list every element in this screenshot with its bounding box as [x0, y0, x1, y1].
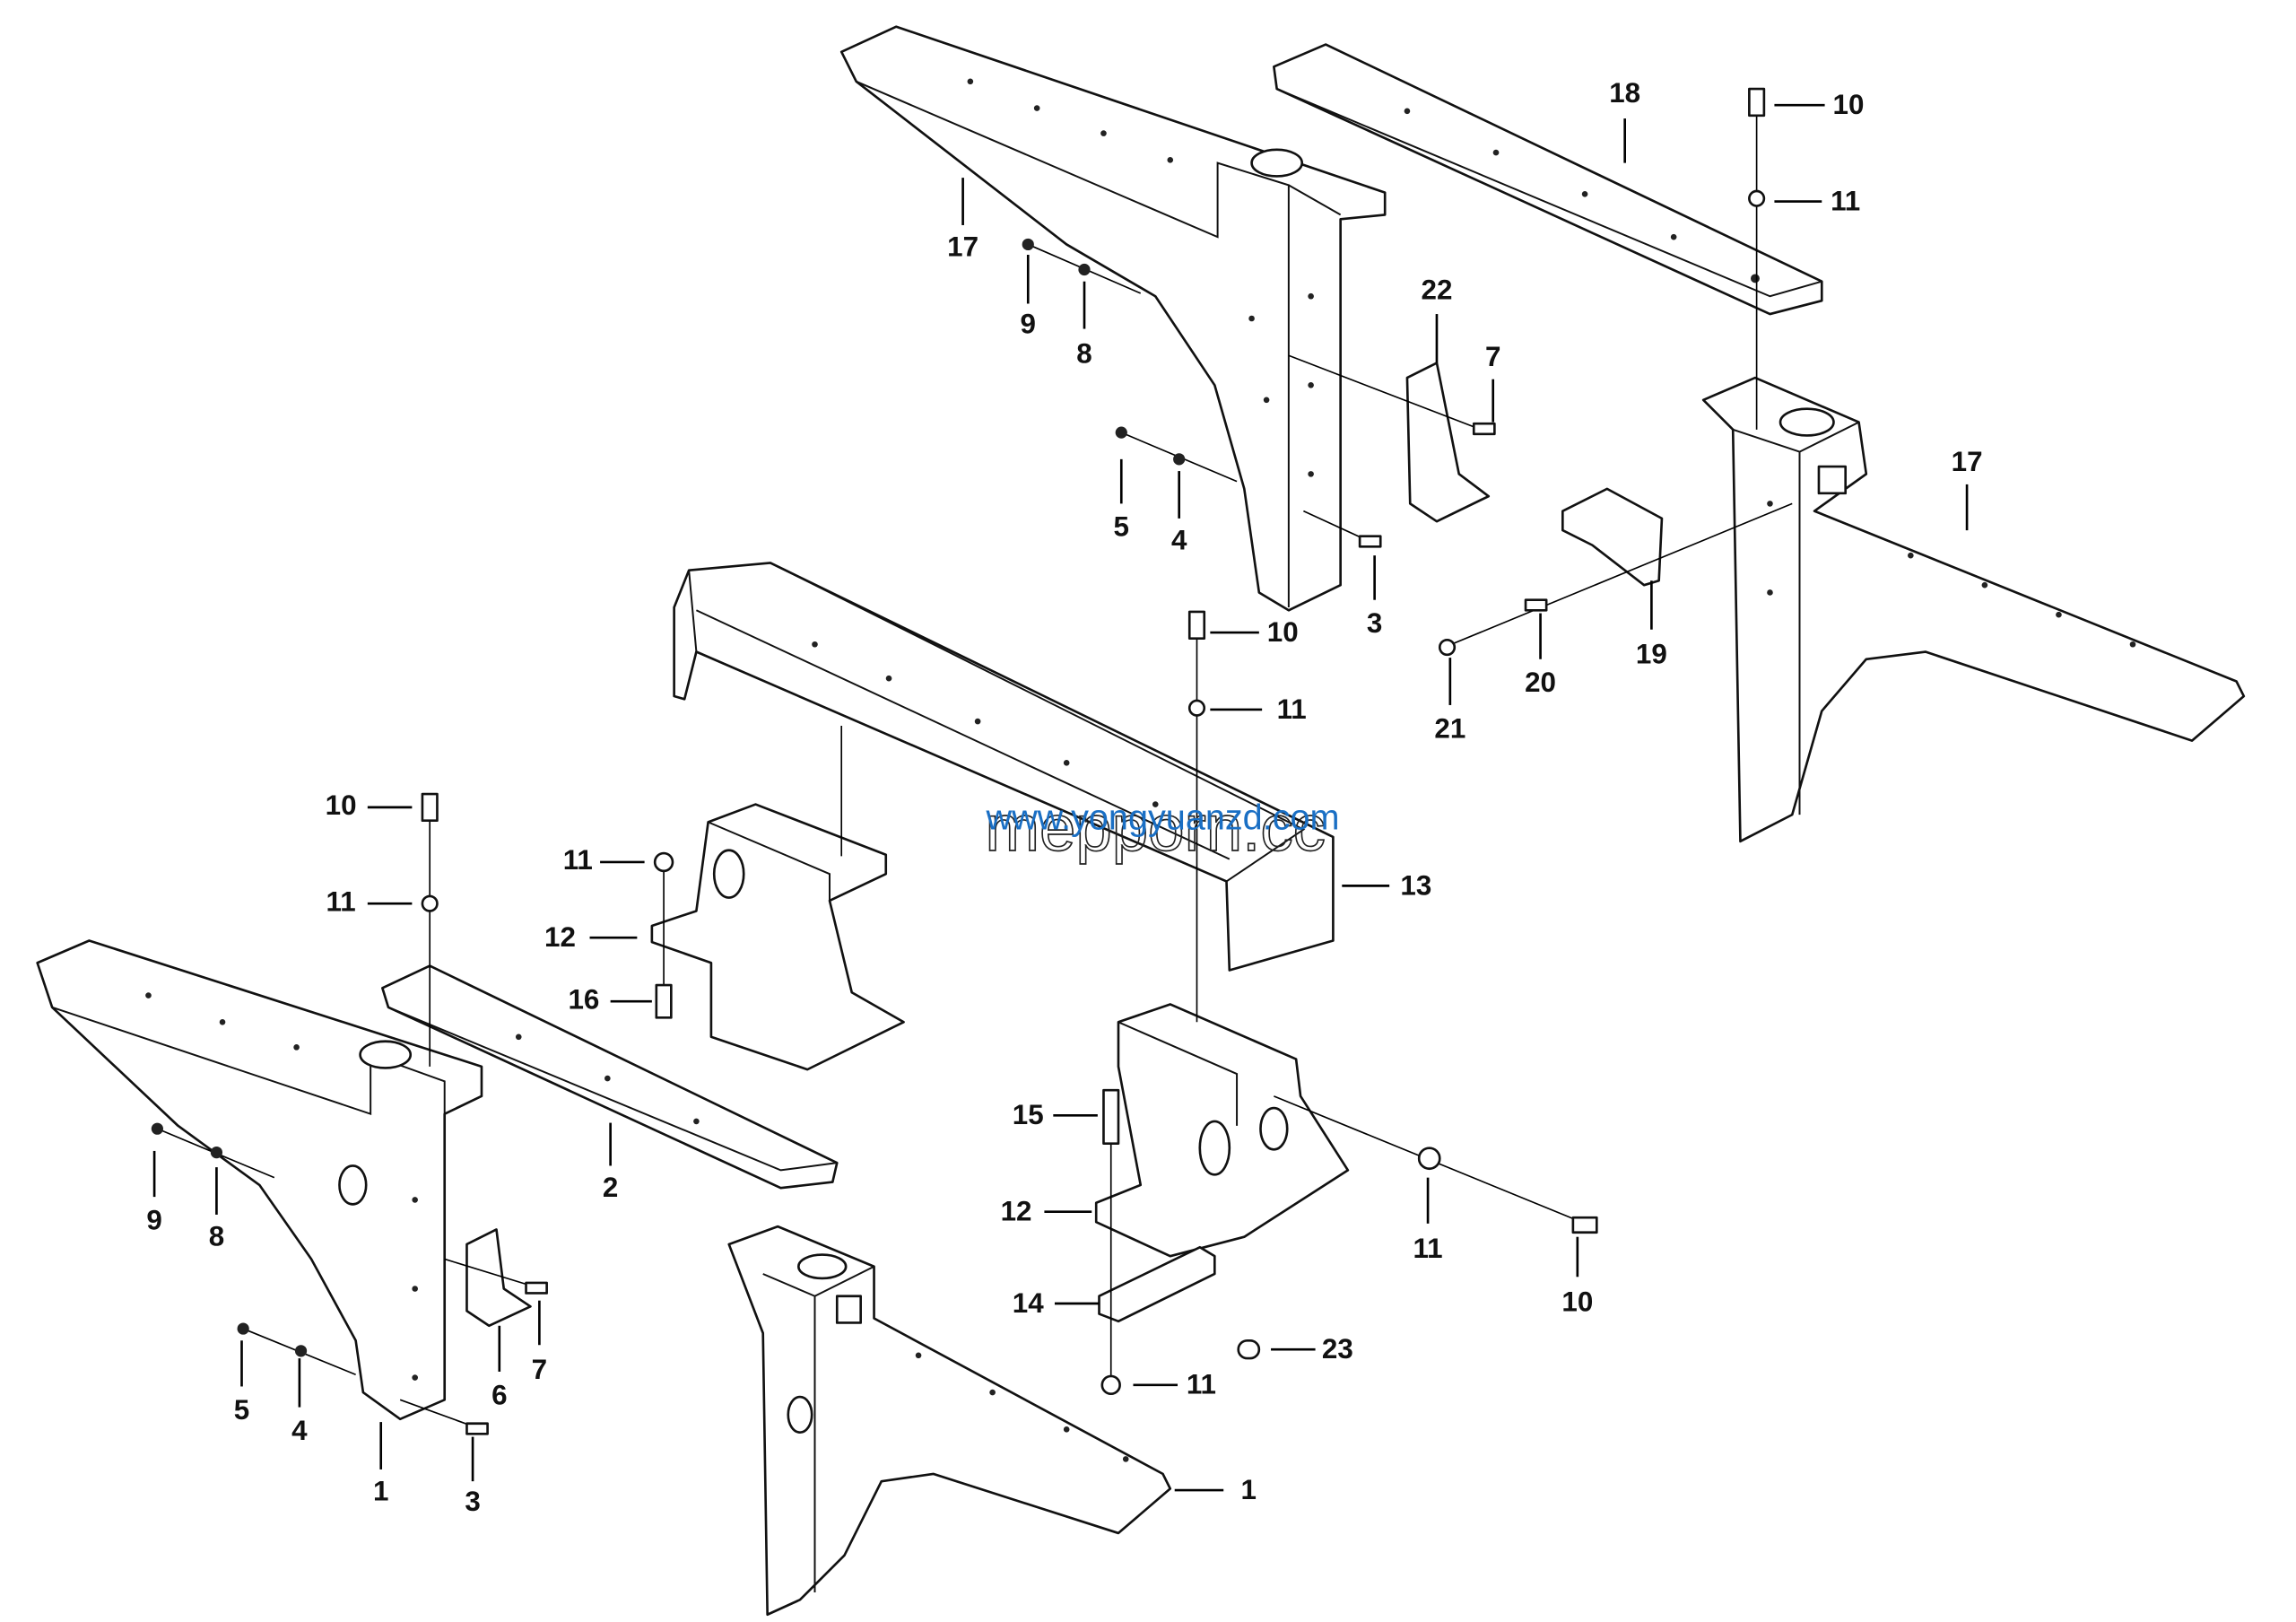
- watermark-overlay: mepporn.cc: [985, 792, 1326, 865]
- fasteners: [151, 87, 1766, 1435]
- callout: 1: [373, 1476, 388, 1507]
- callout: 23: [1322, 1333, 1353, 1365]
- callout: 11: [326, 885, 356, 917]
- bracket-19: [1561, 487, 1664, 587]
- mount-12-left: [650, 803, 905, 1071]
- nut-icon: [1438, 638, 1457, 657]
- beam-18: [1273, 43, 1823, 316]
- callout: 12: [1001, 1196, 1032, 1227]
- bolt-icon: [525, 1281, 548, 1295]
- callout: 10: [326, 789, 357, 821]
- nut-icon: [1100, 1374, 1121, 1396]
- nut-icon: [653, 851, 674, 873]
- callout: 20: [1525, 667, 1556, 698]
- bolt-icon: [1524, 598, 1548, 612]
- nut-icon: [1748, 189, 1766, 207]
- bolt-icon: [1358, 535, 1382, 548]
- callout: 13: [1400, 869, 1431, 901]
- bolt-icon: [655, 983, 673, 1019]
- bolt-icon: [465, 1422, 489, 1435]
- bracket-17-left: [839, 25, 1387, 612]
- bracket-17-right: [1701, 376, 2246, 843]
- nut-icon: [421, 894, 439, 912]
- bolt-icon: [421, 792, 439, 823]
- fastener-axes: [157, 103, 1793, 1431]
- callouts: 17 9 8 18 10 11 22 7 5 4 3 17 10 11 19 2…: [146, 77, 1982, 1517]
- callout: 12: [544, 921, 576, 953]
- washer-icon: [210, 1146, 223, 1159]
- callout: 22: [1422, 275, 1453, 306]
- bracket-1-left: [36, 939, 483, 1421]
- callout: 18: [1609, 77, 1640, 109]
- callout: 9: [146, 1204, 161, 1235]
- callout: 17: [947, 231, 978, 263]
- callout: 10: [1833, 89, 1865, 120]
- washer-icon: [1173, 453, 1186, 466]
- nut-icon: [1417, 1147, 1441, 1171]
- nut-icon: [151, 1122, 163, 1135]
- bolt-icon: [1571, 1216, 1598, 1234]
- callout: 7: [532, 1354, 547, 1385]
- nut-icon: [1115, 426, 1127, 439]
- callout: 2: [603, 1172, 618, 1203]
- callout: 5: [1114, 511, 1129, 543]
- nut-icon: [237, 1322, 249, 1335]
- callout: 15: [1013, 1099, 1044, 1130]
- callout: 10: [1267, 616, 1299, 648]
- callout: 7: [1485, 341, 1500, 372]
- nut-icon: [1187, 699, 1206, 717]
- nut-icon: [1022, 238, 1034, 251]
- callout: 4: [1171, 525, 1187, 556]
- callout: 1: [1241, 1474, 1257, 1505]
- plug-23: [1237, 1339, 1261, 1360]
- callout: 17: [1952, 446, 1983, 477]
- callout: 11: [1277, 693, 1307, 725]
- callout: 11: [563, 844, 593, 876]
- callout: 14: [1013, 1287, 1044, 1319]
- callout: 5: [234, 1394, 249, 1426]
- bolt-icon: [1472, 422, 1496, 436]
- callout: 10: [1561, 1286, 1593, 1317]
- bolt-icon: [1102, 1088, 1120, 1146]
- callout: 11: [1831, 185, 1860, 216]
- mount-12-right: [1094, 1003, 1350, 1360]
- bracket-6: [465, 1228, 532, 1328]
- washer-icon: [1078, 263, 1091, 276]
- bolt-icon: [1187, 610, 1206, 640]
- watermark-url: www.yongyuanzd.com: [985, 798, 1339, 838]
- callout: 3: [1367, 607, 1382, 639]
- callout: 3: [465, 1486, 480, 1517]
- callout: 21: [1434, 712, 1465, 744]
- callout: 9: [1021, 309, 1036, 340]
- callout: 6: [491, 1379, 507, 1410]
- callout: 16: [568, 983, 599, 1015]
- callout: 19: [1636, 639, 1667, 670]
- washer-icon: [294, 1345, 308, 1357]
- callout: 8: [209, 1221, 224, 1252]
- callout: 8: [1076, 338, 1091, 370]
- callout: 4: [291, 1415, 308, 1446]
- callout: 11: [1413, 1233, 1442, 1264]
- bracket-22: [1405, 362, 1491, 523]
- bolt-icon: [1748, 87, 1766, 118]
- crossmember-13: [673, 562, 1335, 972]
- bracket-1-right: [727, 1225, 1172, 1617]
- callout: 11: [1187, 1369, 1216, 1400]
- spacer-14: [1098, 1245, 1216, 1323]
